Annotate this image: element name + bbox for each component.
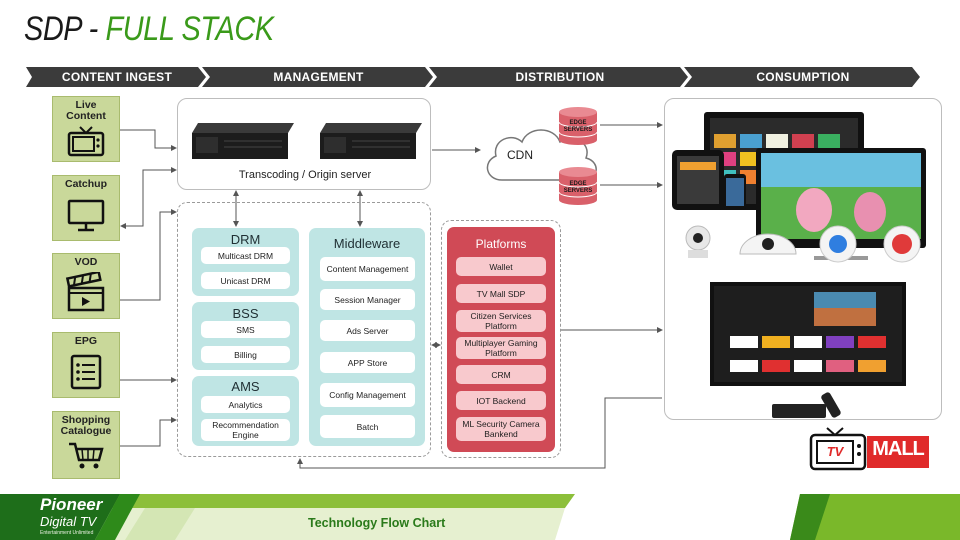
middleware-title: Middleware — [333, 236, 401, 251]
source-catchup: Catchup — [52, 175, 120, 241]
platform-iot-backend: IOT Backend — [456, 391, 546, 410]
stage-arrow-management — [202, 67, 433, 87]
drm-multicast: Multicast DRM — [201, 247, 290, 264]
monitor-icon — [67, 199, 105, 232]
remote-icon — [821, 392, 841, 418]
arrow-live-to-origin — [120, 129, 177, 151]
database-icon — [558, 107, 598, 145]
footer-label: Technology Flow Chart — [308, 516, 446, 530]
platforms-title: Platforms — [475, 237, 527, 251]
arrow-catchup-origin — [120, 167, 177, 229]
arrow-shopping-to-management — [120, 417, 177, 447]
bss-sms: SMS — [201, 321, 290, 338]
database-icon — [558, 167, 598, 205]
origin-server-panel: Transcoding / Origin server — [177, 98, 431, 190]
platforms-area — [441, 220, 561, 458]
edge-server-label-1: EDGE SERVERS — [563, 120, 593, 133]
devices-illustration — [672, 112, 926, 418]
smart-tv-icon — [710, 282, 906, 386]
desktop-monitor-icon — [756, 148, 926, 260]
mw-ads-server: Ads Server — [320, 320, 415, 341]
source-label: Live Content — [66, 99, 106, 122]
logo-line2: Digital TV — [40, 514, 97, 529]
platform-multiplayer-gaming: Multiplayer Gaming Platform — [456, 337, 546, 359]
page-title: SDP - FULL STACK — [24, 10, 274, 49]
arrow-consumption-to-management — [297, 397, 662, 469]
source-shopping-catalogue: Shopping Catalogue — [52, 411, 120, 479]
bss-group: BSS SMS Billing — [192, 302, 299, 370]
source-vod: VOD — [52, 253, 120, 319]
drm-title: DRM — [230, 232, 261, 247]
arrow-vod-to-management — [120, 209, 177, 301]
source-label: EPG — [74, 335, 98, 347]
logo-line1: Pioneer — [40, 495, 103, 514]
tv-mall-mall-text: MALL — [872, 438, 925, 460]
dome-camera-icon — [739, 233, 797, 255]
tv-mall-tv-text: TV — [826, 444, 844, 459]
edge-server-label-2: EDGE SERVERS — [563, 181, 593, 194]
stage-arrow-consumption — [684, 67, 920, 87]
ams-group: AMS Analytics Recommendation Engine — [192, 376, 299, 446]
mw-config-management: Config Management — [320, 383, 415, 407]
source-live-content: Live Content — [52, 96, 120, 162]
mw-content-management: Content Management — [320, 257, 415, 281]
stage-content-ingest: CONTENT INGEST — [61, 70, 173, 84]
server-icon — [320, 123, 422, 159]
ams-recommendation: Recommendation Engine — [201, 419, 290, 441]
stage-distribution: DISTRIBUTION — [515, 70, 605, 84]
platform-wallet: Wallet — [456, 257, 546, 276]
alarm-button-icon — [883, 225, 921, 263]
security-camera-icon — [685, 225, 711, 258]
footer-band — [0, 494, 960, 540]
platform-crm: CRM — [456, 365, 546, 384]
source-label: Shopping Catalogue — [60, 414, 112, 437]
mw-session-manager: Session Manager — [320, 289, 415, 310]
smoke-sensor-icon — [819, 225, 857, 263]
ams-analytics: Analytics — [201, 396, 290, 413]
list-document-icon — [70, 354, 102, 390]
platforms-group: Platforms Wallet TV Mall SDP Citizen Ser… — [447, 227, 555, 452]
stage-arrow-distribution — [429, 67, 688, 87]
mw-batch: Batch — [320, 415, 415, 438]
logo-tagline: Entertainment Unlimited — [40, 530, 94, 536]
drm-group: DRM Multicast DRM Unicast DRM — [192, 228, 299, 296]
bss-title: BSS — [232, 306, 259, 321]
origin-server-label: Transcoding / Origin server — [238, 169, 372, 181]
bss-billing: Billing — [201, 346, 290, 363]
cdn-label: CDN — [507, 148, 533, 162]
title-part2: FULL STACK — [105, 10, 274, 48]
platform-tv-mall-sdp: TV Mall SDP — [456, 284, 546, 303]
source-label: Catchup — [65, 178, 107, 190]
tv-mall-logo — [809, 427, 929, 471]
middleware-group: Middleware Content Management Session Ma… — [309, 228, 425, 446]
source-label: VOD — [74, 256, 98, 268]
stage-arrow-ingest — [26, 67, 206, 87]
platform-ml-security-camera: ML Security Camera Bankend — [456, 417, 546, 441]
platform-citizen-services: Citizen Services Platform — [456, 310, 546, 332]
ams-title: AMS — [231, 379, 260, 394]
set-top-box-icon — [772, 404, 826, 418]
stage-management: MANAGEMENT — [273, 70, 364, 84]
shopping-cart-icon — [69, 442, 104, 469]
management-area — [177, 202, 431, 457]
mw-app-store: APP Store — [320, 352, 415, 373]
stage-consumption: CONSUMPTION — [756, 70, 850, 84]
server-icon — [192, 123, 294, 159]
drm-unicast: Unicast DRM — [201, 272, 290, 289]
title-part1: SDP - — [24, 10, 106, 48]
source-epg: EPG — [52, 332, 120, 398]
clapperboard-icon — [65, 272, 105, 312]
tv-icon — [67, 126, 105, 157]
